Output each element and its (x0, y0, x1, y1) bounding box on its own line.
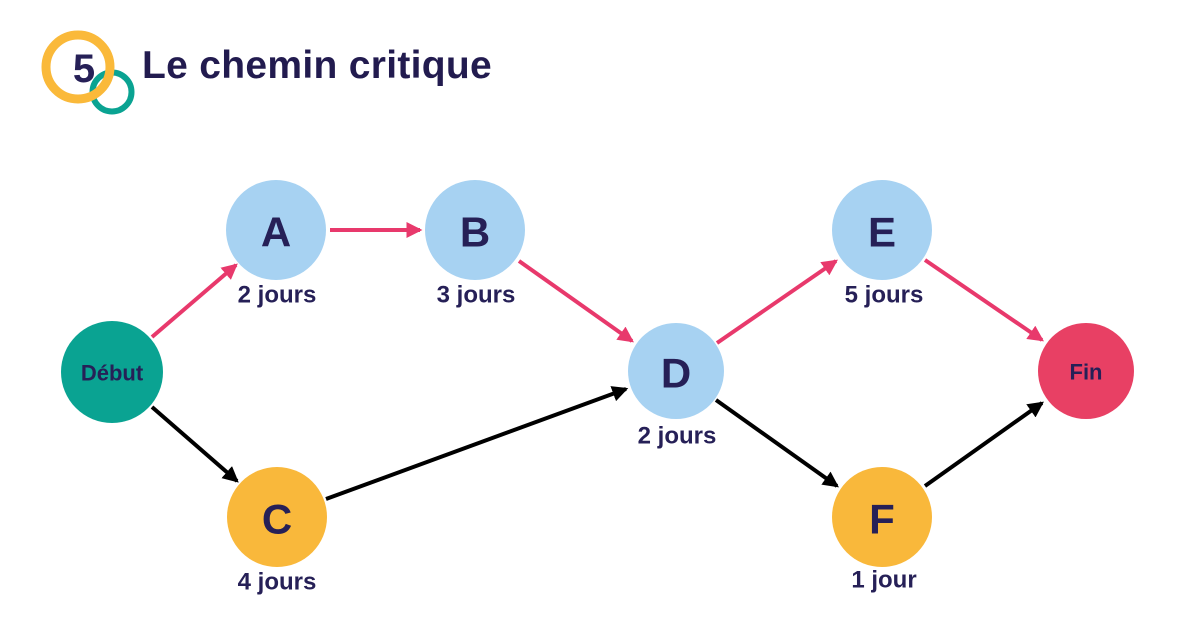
nodes-layer (61, 180, 1134, 567)
edge-d-e (715, 259, 838, 345)
node-c-label: C (262, 496, 292, 543)
node-b-duration: 3 jours (437, 282, 516, 309)
node-b-label: B (460, 209, 490, 256)
node-b-circle (425, 180, 525, 280)
node-d-circle (628, 323, 724, 419)
step-badge: 5 (41, 30, 135, 115)
node-debut-circle (61, 321, 163, 423)
edge-c-d (325, 386, 629, 501)
node-e-duration: 5 jours (845, 282, 924, 309)
node-f-label: F (869, 496, 895, 543)
edge-f-fin (923, 401, 1044, 488)
node-d-duration: 2 jours (638, 423, 717, 450)
node-a-label: A (261, 209, 291, 256)
node-fin-label: Fin (1070, 360, 1103, 385)
node-c-duration: 4 jours (238, 569, 317, 596)
page-title: Le chemin critique (142, 44, 492, 87)
node-fin-circle (1038, 323, 1134, 419)
step-number: 5 (73, 47, 95, 91)
edge-e-fin (923, 258, 1044, 342)
labels-layer: Début A B C D E F Fin 2 jours 3 jours 4 … (81, 209, 1103, 596)
edge-debut-a (150, 263, 238, 339)
node-c-circle (227, 467, 327, 567)
node-debut-label: Début (81, 361, 144, 386)
edges-layer (150, 222, 1044, 501)
edge-b-d (517, 259, 634, 343)
node-f-duration: 1 jour (851, 567, 916, 594)
edge-debut-c (150, 405, 239, 483)
node-a-circle (226, 180, 326, 280)
badge-yellow-ring-icon (41, 30, 115, 104)
node-f-circle (832, 467, 932, 567)
node-e-circle (832, 180, 932, 280)
node-a-duration: 2 jours (238, 282, 317, 309)
edge-d-f (714, 398, 839, 488)
node-e-label: E (868, 209, 896, 256)
node-d-label: D (661, 350, 691, 397)
